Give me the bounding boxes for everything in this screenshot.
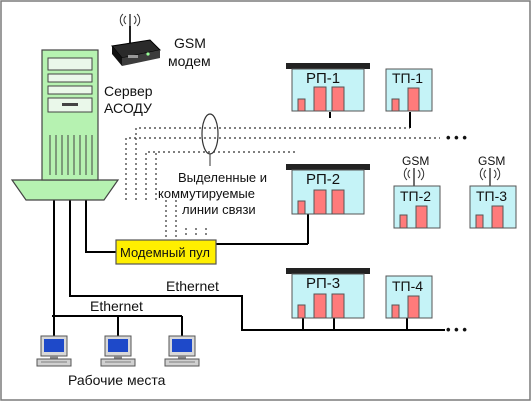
rp-1-label: РП-1 bbox=[306, 70, 340, 87]
workstation-3 bbox=[164, 335, 200, 367]
server-label-line2: АСОДУ bbox=[104, 100, 152, 116]
tp-4-station bbox=[385, 275, 433, 319]
tp-1-station bbox=[385, 68, 433, 112]
workstation-2 bbox=[100, 335, 136, 367]
rp-2-station bbox=[286, 164, 370, 215]
tp-4-label: ТП-4 bbox=[392, 278, 423, 294]
tp-1-label: ТП-1 bbox=[392, 70, 423, 86]
server-tower bbox=[10, 49, 120, 201]
tp-3-station bbox=[469, 167, 517, 229]
rp-1-station bbox=[286, 63, 370, 112]
ethernet-label-bottom: Ethernet bbox=[90, 298, 143, 314]
workstations-label: Рабочие места bbox=[68, 372, 166, 388]
tp-2-station bbox=[393, 167, 441, 229]
rp-3-label: РП-3 bbox=[306, 275, 340, 292]
links-label-line1: Выделенные и bbox=[178, 170, 267, 185]
modem-pool-box bbox=[115, 239, 217, 265]
gsm-modem-device bbox=[111, 13, 162, 66]
continuation-dots-top: • • • bbox=[446, 130, 467, 145]
modem-pool-label: Модемный пул bbox=[120, 245, 210, 260]
modem-label-line2: модем bbox=[168, 53, 211, 69]
continuation-dots-bottom: • • • bbox=[446, 322, 467, 337]
wired-links bbox=[52, 112, 445, 338]
links-label-line3: линии связи bbox=[182, 202, 256, 217]
rp-3-station bbox=[286, 268, 370, 319]
rp-2-label: РП-2 bbox=[306, 171, 340, 188]
workstation-1 bbox=[36, 335, 72, 367]
modem-label-line1: GSM bbox=[174, 35, 206, 51]
dial-up-links bbox=[125, 127, 440, 238]
tp-3-label: ТП-3 bbox=[476, 188, 507, 204]
tp-2-gsm-label: GSM bbox=[402, 154, 429, 168]
ethernet-label-top: Ethernet bbox=[166, 278, 219, 294]
links-label-line2: коммутируемые bbox=[158, 186, 255, 201]
tp-3-gsm-label: GSM bbox=[478, 154, 505, 168]
server-label-line1: Сервер bbox=[104, 83, 153, 99]
tp-2-label: ТП-2 bbox=[400, 188, 431, 204]
